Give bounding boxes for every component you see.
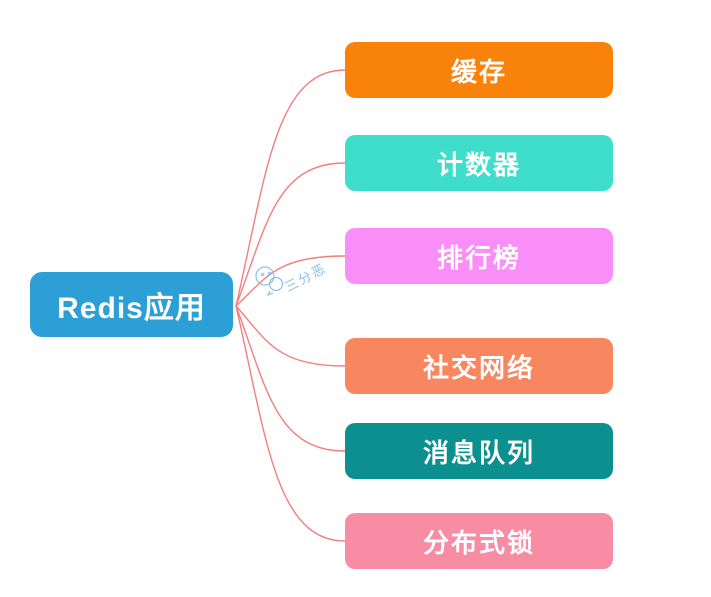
branch-connector-line (235, 305, 346, 367)
branch-node-label: 消息队列 (422, 437, 535, 468)
branch-node-label: 分布式锁 (422, 527, 535, 558)
branch-node-label: 排行榜 (436, 242, 521, 273)
branch-node-social-network[interactable]: 社交网络 (345, 338, 613, 394)
root-node-label: Redis应用 (57, 291, 206, 325)
branch-node-label: 缓存 (450, 56, 507, 87)
branch-node-distributed-lock[interactable]: 分布式锁 (345, 513, 613, 569)
branch-connector-line (235, 69, 346, 307)
branch-connector-line (235, 305, 346, 542)
branch-node-leaderboard[interactable]: 排行榜 (345, 228, 613, 284)
wechat-bubbles-icon (255, 266, 284, 297)
branch-node-label: 社交网络 (422, 352, 535, 383)
branch-connector-line (235, 162, 346, 307)
branch-node-cache[interactable]: 缓存 (345, 42, 613, 98)
branch-connector-line (235, 255, 346, 307)
branch-node-message-queue[interactable]: 消息队列 (345, 423, 613, 479)
branch-node-counter[interactable]: 计数器 (345, 135, 613, 191)
branch-connector-line (235, 305, 346, 452)
branch-connectors (235, 69, 346, 542)
root-node-redis-applications[interactable]: Redis应用 (30, 272, 233, 337)
branch-node-label: 计数器 (436, 149, 521, 180)
watermark-text: 三分恶 (282, 260, 329, 294)
watermark: 三分恶 (255, 260, 329, 297)
